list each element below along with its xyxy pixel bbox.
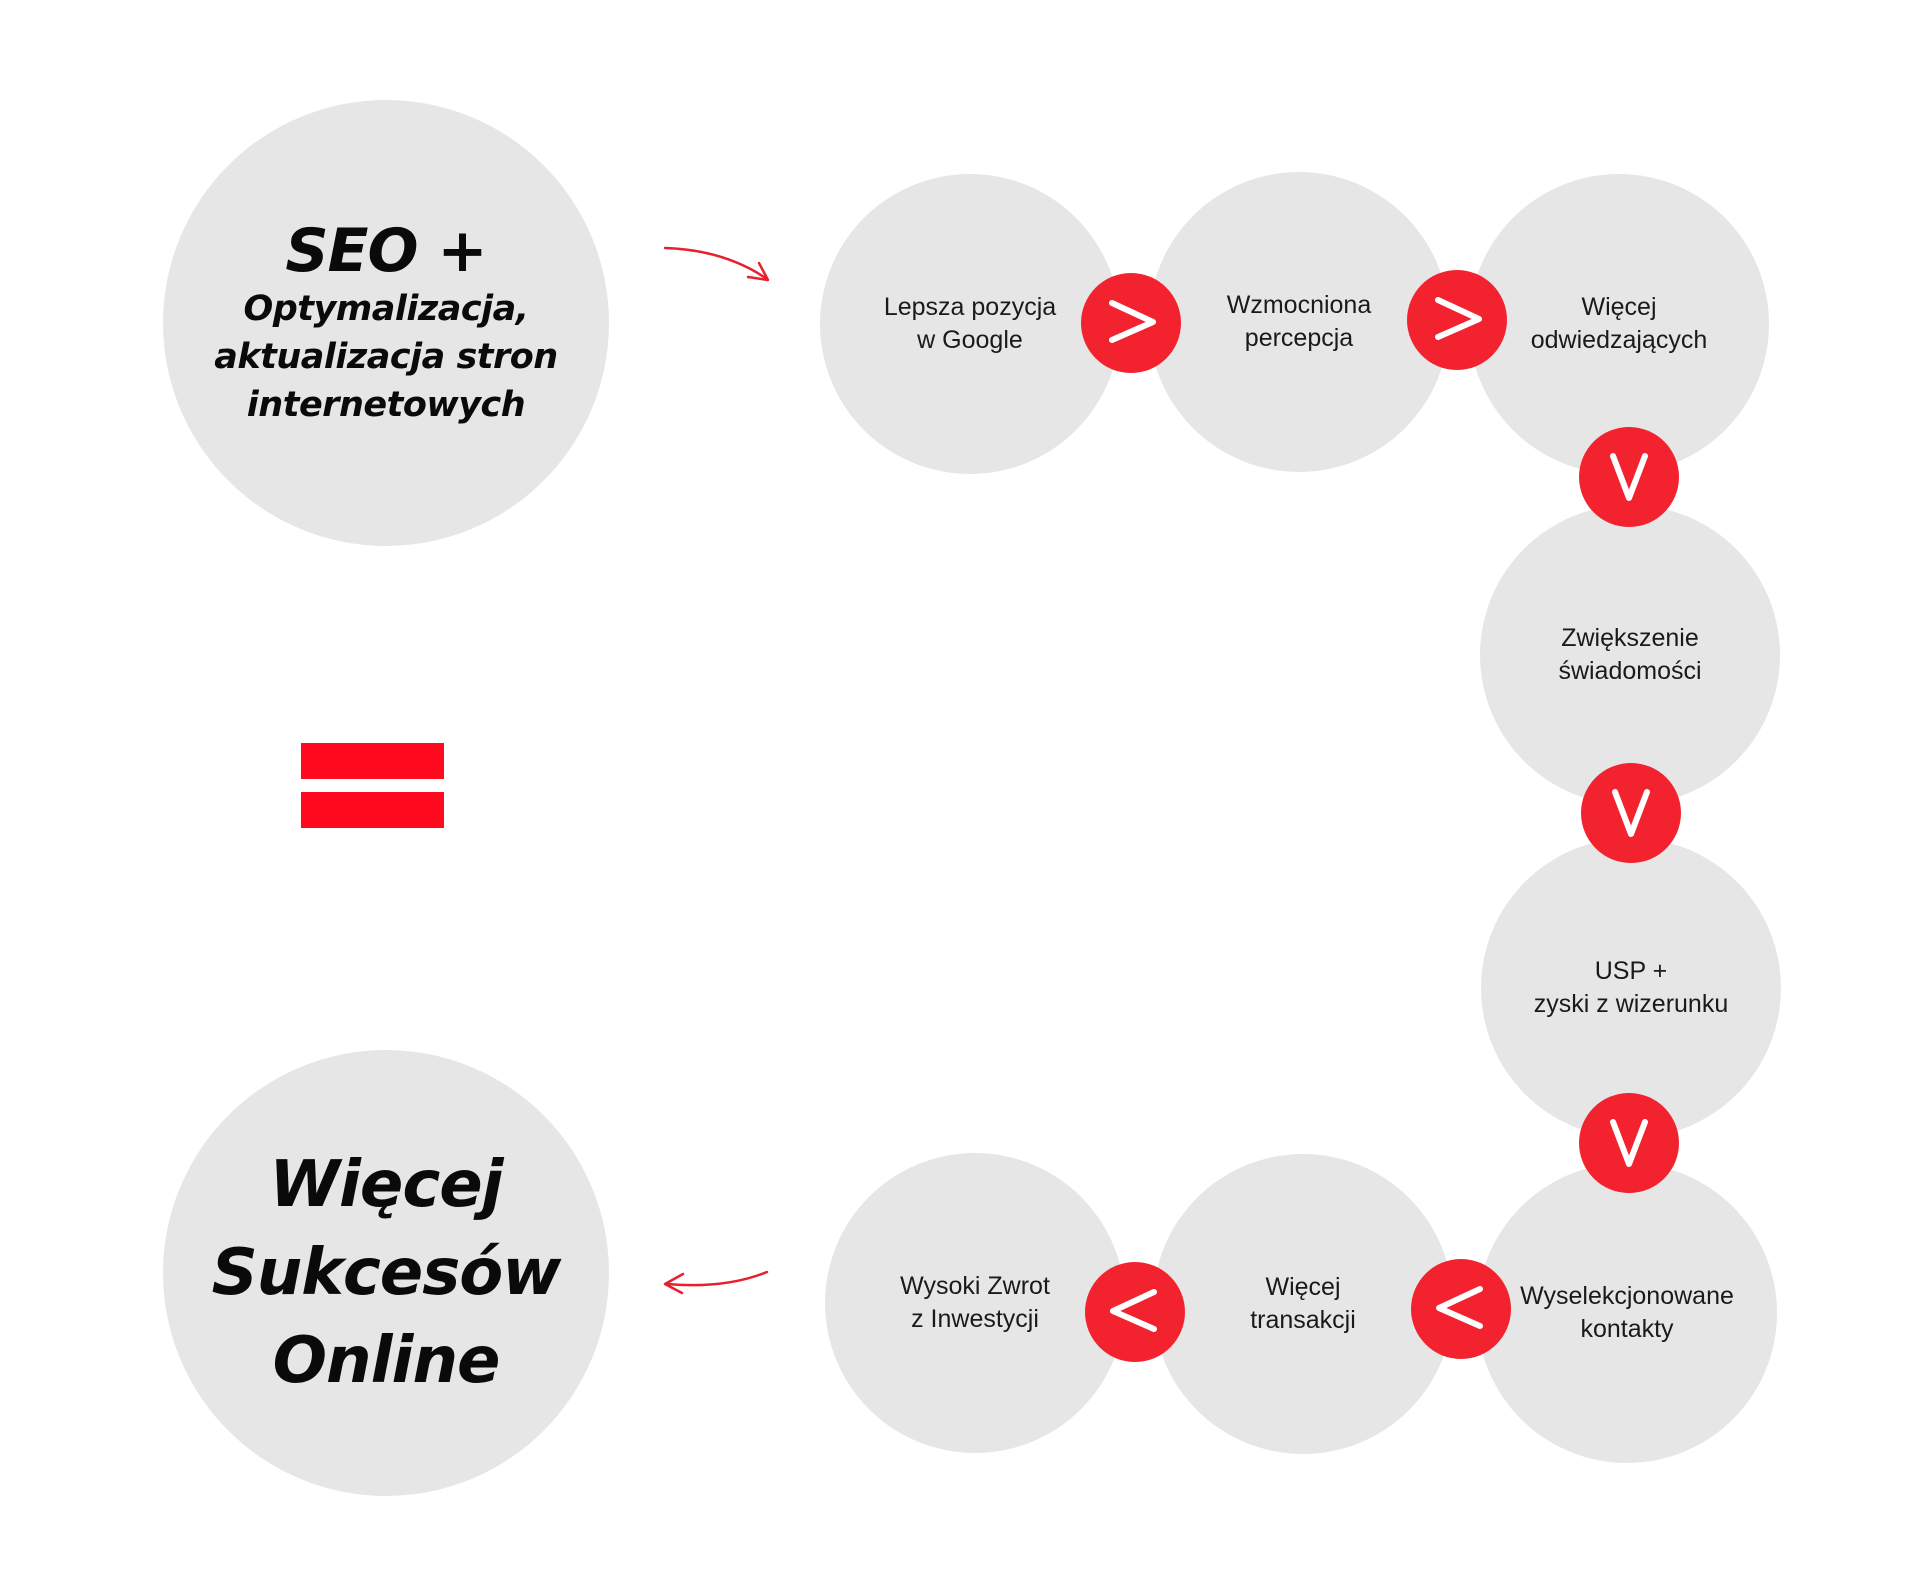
step-more-visitors: Więcej odwiedzających: [1469, 174, 1769, 474]
start-subtitle-line-2: aktualizacja stron: [214, 337, 558, 377]
step-high-roi: Wysoki Zwrot z Inwestycji: [825, 1153, 1125, 1453]
result-line-3: Online: [272, 1324, 501, 1398]
step-stronger-perception: Wzmocniona percepcja: [1149, 172, 1449, 472]
chevron-left-icon: [1436, 1286, 1483, 1329]
step-5-line-2: zyski z wizerunku: [1533, 990, 1729, 1018]
step-2-line-1: Wzmocniona: [1226, 291, 1372, 319]
connector-badge-2: [1407, 270, 1507, 370]
chevron-right-icon: [1435, 297, 1482, 340]
step-8-line-1: Wysoki Zwrot: [900, 1272, 1050, 1300]
step-more-transactions: Więcej transakcji: [1153, 1154, 1453, 1454]
curved-arrow-right-icon: [663, 246, 770, 282]
step-6-line-2: kontakty: [1580, 1315, 1674, 1343]
step-usp-image-gains: USP + zyski z wizerunku: [1481, 838, 1781, 1138]
step-1-line-1: Lepsza pozycja: [883, 293, 1057, 321]
step-3-line-2: odwiedzających: [1530, 326, 1708, 354]
connector-badge-7: [1085, 1262, 1185, 1362]
step-3-line-1: Więcej: [1581, 293, 1657, 321]
connector-badge-5: [1579, 1093, 1679, 1193]
step-increased-awareness: Zwiększenie świadomości: [1480, 505, 1780, 805]
step-7-line-1: Więcej: [1265, 1273, 1341, 1301]
chevron-left-icon: [1110, 1289, 1157, 1332]
result-line-2: Sukcesów: [211, 1236, 562, 1310]
step-4-line-2: świadomości: [1558, 657, 1702, 685]
connector-badge-6: [1411, 1259, 1511, 1359]
chevron-down-icon: [1610, 1119, 1648, 1167]
connector-badge-1: [1081, 273, 1181, 373]
equals-bar-top: [301, 743, 444, 779]
start-subtitle-line-3: internetowych: [246, 385, 526, 425]
step-6-line-1: Wyselekcjonowane: [1520, 1282, 1734, 1310]
connector-badge-4: [1581, 763, 1681, 863]
step-7-line-2: transakcji: [1250, 1306, 1356, 1334]
chevron-right-icon: [1109, 300, 1156, 343]
step-4-line-1: Zwiększenie: [1561, 624, 1699, 652]
connector-badge-3: [1579, 427, 1679, 527]
start-circle: SEO + Optymalizacja, aktualizacja stron …: [163, 100, 609, 546]
step-better-google-position: Lepsza pozycja w Google: [820, 174, 1120, 474]
step-5-line-1: USP +: [1594, 957, 1668, 985]
step-2-line-2: percepcja: [1244, 324, 1354, 352]
result-circle: Więcej Sukcesów Online: [163, 1050, 609, 1496]
start-title: SEO +: [285, 216, 487, 286]
equals-bar-bottom: [301, 792, 444, 828]
step-1-line-2: w Google: [917, 326, 1023, 354]
result-line-1: Więcej: [269, 1148, 503, 1222]
step-selected-contacts: Wyselekcjonowane kontakty: [1477, 1163, 1777, 1463]
curved-arrow-left-icon: [663, 1270, 769, 1295]
start-subtitle-line-1: Optymalizacja,: [243, 289, 529, 329]
chevron-down-icon: [1610, 453, 1648, 501]
step-8-line-2: z Inwestycji: [911, 1305, 1039, 1333]
chevron-down-icon: [1612, 789, 1650, 837]
